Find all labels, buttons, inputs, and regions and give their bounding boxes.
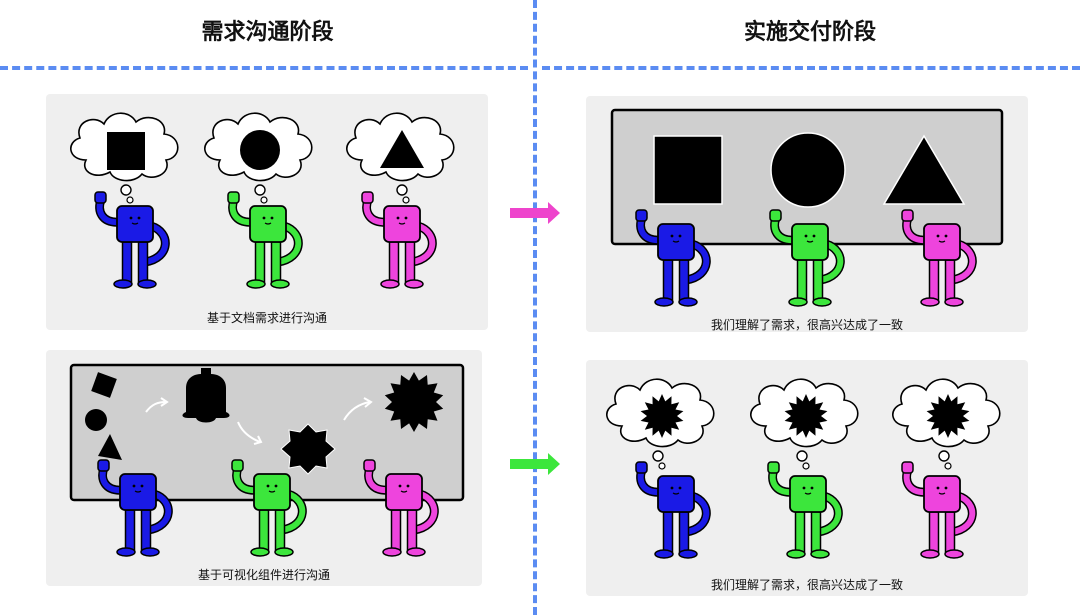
triangle-shape-icon [380,130,424,168]
transition-arrow-icon [237,421,261,443]
character-figure [361,191,437,289]
thought-bubble [204,112,313,204]
thought-bubble [892,378,1001,470]
caption-document-communication: 基于文档需求进行沟通 [206,311,327,325]
starburst-shape-icon [926,394,970,438]
square-shape-icon [653,135,723,205]
thought-bubble [346,112,455,204]
triangle-shape-icon [98,434,122,460]
transition-arrow-icon [343,401,371,421]
transition-arrow-icon [145,401,167,413]
horizontal-divider-right [542,66,1080,70]
character-figure [635,209,711,307]
hand-icon [361,191,374,204]
vertical-divider [533,0,537,615]
starburst-shape-icon [640,394,684,438]
hand-icon [97,459,110,472]
character-figure [901,209,977,307]
starburst-shape-icon [384,372,444,432]
character-figure [97,459,173,557]
character-figure [769,209,845,307]
triangle-shape-icon [882,134,966,205]
panel-thought-result: 我们理解了需求，很高兴达成了一致 [586,360,1028,596]
caption-board-result: 我们理解了需求，很高兴达成了一致 [710,318,903,332]
caption-thought-result: 我们理解了需求，很高兴达成了一致 [710,578,903,592]
character-figure [94,191,170,289]
hand-icon [363,459,376,472]
starburst-shape-icon [784,394,828,438]
hand-icon [769,209,782,222]
hand-icon [901,209,914,222]
circle-shape-icon [85,409,107,431]
hand-icon [635,209,648,222]
circle-shape-icon [770,132,846,208]
character-figure [227,191,303,289]
stage-title-delivery: 实施交付阶段 [743,20,876,45]
character-figure [901,461,977,559]
horizontal-divider-left [0,66,528,70]
character-figure [231,459,307,557]
square-shape-icon [107,132,145,170]
square-shape-icon [91,372,117,398]
hand-icon [227,191,240,204]
character-figure [635,461,711,559]
panel-document-communication: 基于文档需求进行沟通 [46,94,488,330]
hand-icon [94,191,107,204]
hand-icon [231,459,244,472]
character-figure [363,459,439,557]
panel-board-result: 我们理解了需求，很高兴达成了一致 [586,96,1028,332]
pink-arrow-icon [510,202,560,224]
thought-bubble [606,378,715,470]
circle-shape-icon [240,130,280,170]
caption-visual-communication: 基于可视化组件进行沟通 [197,568,330,582]
green-arrow-icon [510,453,560,475]
hand-icon [901,461,914,474]
character-figure [767,461,843,559]
blended-shape-icon [182,368,230,423]
panel-visual-communication: 基于可视化组件进行沟通 [46,350,482,586]
hand-icon [767,461,780,474]
thought-bubble [750,378,859,470]
hand-icon [635,461,648,474]
stage-title-requirements: 需求沟通阶段 [201,20,334,45]
star-shape-icon [280,423,336,475]
thought-bubble [70,112,179,204]
